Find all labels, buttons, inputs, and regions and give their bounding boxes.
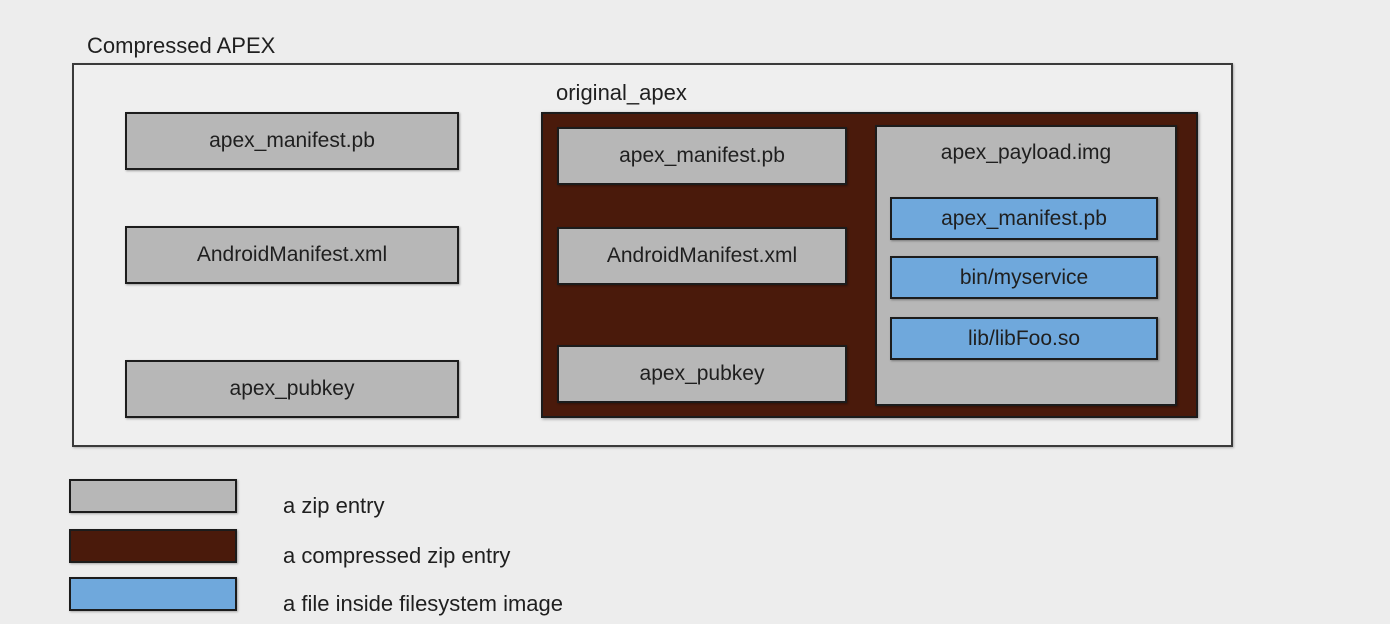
legend-swatch-filesystem-file xyxy=(69,577,237,611)
apex-payload-img-label: apex_payload.img xyxy=(940,141,1112,164)
legend-label-filesystem-file: a file inside filesystem image xyxy=(283,591,564,616)
inner-zip-entry-apex-pubkey: apex_pubkey xyxy=(557,345,847,403)
legend-label-zip-entry: a zip entry xyxy=(283,493,385,518)
legend-swatch-zip-entry xyxy=(69,479,237,513)
zip-entry-apex-manifest: apex_manifest.pb xyxy=(125,112,459,170)
original-apex-compressed-entry: apex_manifest.pb AndroidManifest.xml ape… xyxy=(541,112,1198,418)
diagram-title: Compressed APEX xyxy=(87,33,276,58)
inner-zip-entry-android-manifest: AndroidManifest.xml xyxy=(557,227,847,285)
fs-file-bin-myservice: bin/myservice xyxy=(890,256,1158,299)
zip-entry-apex-pubkey: apex_pubkey xyxy=(125,360,459,418)
legend-label-compressed-zip-entry: a compressed zip entry xyxy=(283,543,511,568)
fs-file-apex-manifest: apex_manifest.pb xyxy=(890,197,1158,240)
compressed-apex-container: apex_manifest.pb AndroidManifest.xml ape… xyxy=(72,63,1233,447)
inner-zip-entry-apex-manifest: apex_manifest.pb xyxy=(557,127,847,185)
apex-payload-img-box: apex_payload.img apex_manifest.pb bin/my… xyxy=(875,125,1177,406)
original-apex-label: original_apex xyxy=(556,80,687,105)
fs-file-lib-libfoo: lib/libFoo.so xyxy=(890,317,1158,360)
legend-swatch-compressed-zip-entry xyxy=(69,529,237,563)
zip-entry-android-manifest: AndroidManifest.xml xyxy=(125,226,459,284)
